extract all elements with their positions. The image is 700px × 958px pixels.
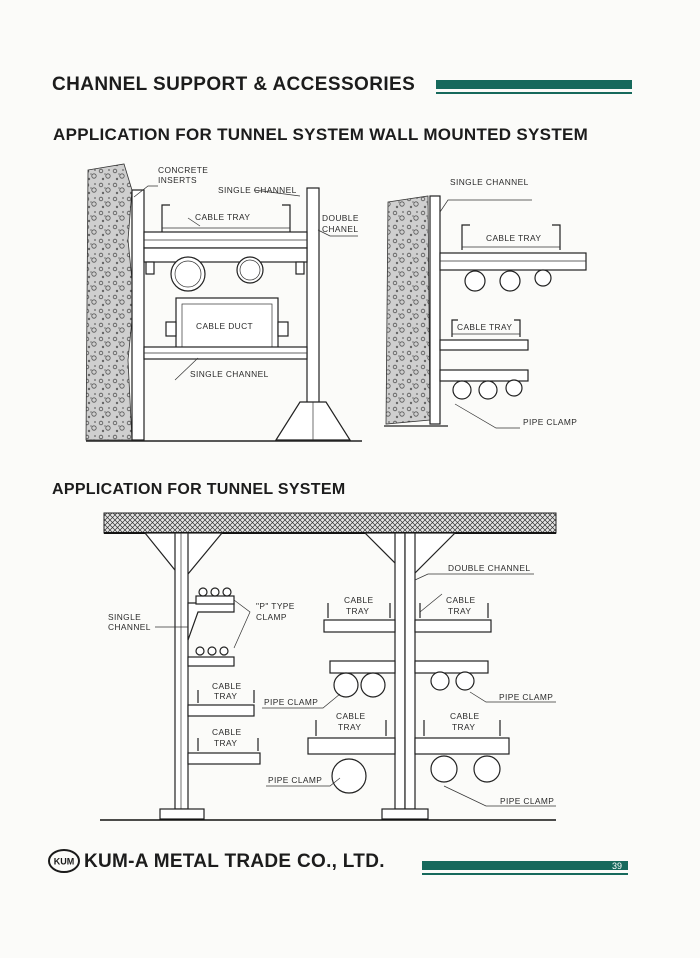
- label-tray-f1: CABLE: [450, 711, 479, 721]
- label-tray-a2: TRAY: [214, 691, 237, 701]
- fig2-tray-e: [307, 737, 396, 755]
- label-pipe-clamp-left: PIPE CLAMP: [264, 697, 318, 707]
- right-single-channel: [439, 252, 587, 271]
- fig2-tray-f: [414, 737, 510, 755]
- label-tray-d1: CABLE: [446, 595, 475, 605]
- pipe-large: [170, 256, 206, 292]
- label-single-channel-top: SINGLE CHANNEL: [218, 185, 297, 195]
- right-channel-mid: [439, 339, 529, 351]
- label-concrete-1: CONCRETE: [158, 165, 208, 175]
- label-p-type-1: "P" TYPE: [256, 601, 295, 611]
- figure2-title: APPLICATION FOR TUNNEL SYSTEM: [52, 481, 346, 498]
- label-tray-a1: CABLE: [212, 681, 241, 691]
- label-tray-b2: TRAY: [214, 738, 237, 748]
- figure1-title: APPLICATION FOR TUNNEL SYSTEM WALL MOUNT…: [53, 125, 589, 144]
- fig2-tray-d: [414, 619, 492, 633]
- single-channel-post: [174, 532, 189, 810]
- p-type-clamps-top: [195, 587, 235, 605]
- label-tray-e1: CABLE: [336, 711, 365, 721]
- label-tray-d2: TRAY: [448, 606, 471, 616]
- fig1-right-assembly: [384, 195, 587, 429]
- fig2-tray-c: [323, 619, 396, 633]
- label-right-cable-tray-top: CABLE TRAY: [486, 233, 541, 243]
- label-tray-c1: CABLE: [344, 595, 373, 605]
- tunnel-ceiling: [103, 512, 557, 534]
- logo-text: KUM: [54, 857, 75, 867]
- label-cable-tray: CABLE TRAY: [195, 212, 250, 222]
- concrete-wall-right: [385, 195, 431, 425]
- fig2-tray-b: [187, 752, 261, 765]
- label-right-pipe-clamp: PIPE CLAMP: [523, 417, 577, 427]
- wall-channel-right: [429, 195, 441, 425]
- label-concrete-2: INSERTS: [158, 175, 197, 185]
- footer-bar-thick: 39: [422, 861, 628, 871]
- label-fig2-single-2: CHANNEL: [108, 622, 151, 632]
- label-double-2: CHANEL: [322, 224, 358, 234]
- label-fig2-single-1: SINGLE: [108, 612, 141, 622]
- header-bar-thick: [436, 80, 632, 89]
- label-double-channel: DOUBLE CHANNEL: [448, 563, 530, 573]
- label-double-1: DOUBLE: [322, 213, 359, 223]
- label-pipe-clamp-bottom-left: PIPE CLAMP: [268, 775, 322, 785]
- label-single-channel-bottom: SINGLE CHANNEL: [190, 369, 269, 379]
- company-name: KUM-A METAL TRADE CO., LTD.: [84, 851, 385, 872]
- wall-post-left: [131, 189, 145, 441]
- double-channel-post-a: [394, 532, 406, 810]
- header-accent-bars: [436, 80, 632, 94]
- label-p-type-2: CLAMP: [256, 612, 287, 622]
- pipe-small: [236, 256, 264, 284]
- right-channel-bottom: [439, 369, 529, 382]
- company-logo: KUM: [48, 849, 80, 873]
- concrete-wall-left: [85, 163, 135, 441]
- right-cable-tray-top: [461, 224, 561, 250]
- label-cable-duct: CABLE DUCT: [196, 321, 253, 331]
- section-title: CHANNEL SUPPORT & ACCESSORIES: [52, 74, 416, 95]
- page-number: 39: [611, 861, 622, 871]
- label-tray-e2: TRAY: [338, 722, 361, 732]
- footer-accent-bars: 39: [422, 861, 628, 875]
- p-type-clamps-bottom: [195, 646, 229, 656]
- label-right-cable-tray-mid: CABLE TRAY: [457, 322, 512, 332]
- label-pipe-clamp-bottom-right: PIPE CLAMP: [500, 796, 554, 806]
- label-tray-c2: TRAY: [346, 606, 369, 616]
- label-pipe-clamp-right: PIPE CLAMP: [499, 692, 553, 702]
- label-tray-b1: CABLE: [212, 727, 241, 737]
- footer-bar-thin: [422, 873, 628, 875]
- header-bar-thin: [436, 92, 632, 94]
- label-tray-f2: TRAY: [452, 722, 475, 732]
- p-clamp-bracket: [187, 602, 235, 641]
- fig2-assembly: [100, 512, 557, 821]
- fig1-left-assembly: [85, 163, 362, 442]
- double-channel-post-b: [404, 532, 416, 810]
- fig2-tray-a: [187, 704, 255, 717]
- label-right-single-channel: SINGLE CHANNEL: [450, 177, 529, 187]
- cable-tray-upper: [161, 204, 291, 232]
